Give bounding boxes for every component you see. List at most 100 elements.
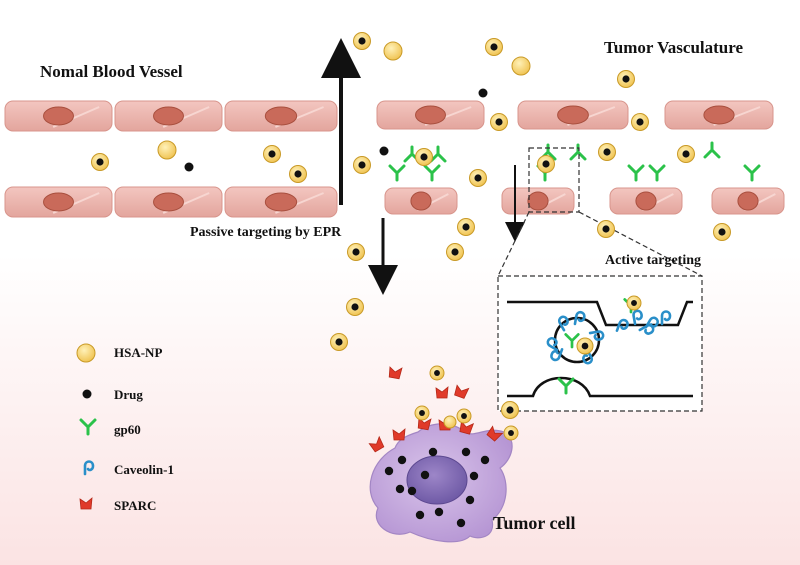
drug: [428, 447, 438, 457]
hsa-np: [631, 113, 649, 131]
drug: [469, 471, 479, 481]
hsa-np: [677, 145, 695, 163]
caveolin-1: [550, 348, 564, 362]
caveolin-1: [588, 330, 605, 341]
hsa-np: [330, 333, 348, 351]
nanoparticles: [91, 32, 731, 441]
hsa-np: [157, 140, 177, 160]
hsa-np: [511, 56, 531, 76]
hsa-np-at-membrane: [626, 295, 642, 311]
gp60-receptor: [743, 164, 761, 182]
caveolin-1: [83, 460, 95, 476]
nucleus: [43, 192, 74, 212]
endothelial-cell: [114, 100, 223, 132]
free-drugs: [184, 88, 488, 172]
nucleus: [43, 106, 74, 126]
tumor-cell-nucleus: [406, 455, 468, 505]
caveolin-1: [632, 309, 643, 326]
sparc: [417, 417, 432, 431]
arrows: [321, 38, 525, 295]
zoom-box: [528, 147, 580, 213]
caveolin-1: [615, 318, 629, 332]
hsa-np: [457, 218, 475, 236]
sparc: [392, 428, 406, 441]
hsa-np-icon: [76, 343, 96, 363]
endothelial-cell: [517, 100, 629, 130]
drug: [395, 484, 405, 494]
sparc: [486, 425, 504, 442]
nucleus: [153, 192, 184, 212]
hsa-np: [469, 169, 487, 187]
endothelial-cell: [711, 187, 785, 215]
active-targeting-inset: [497, 147, 703, 412]
membrane-bottom: [507, 376, 693, 398]
hsa-np: [503, 425, 519, 441]
hsa-np: [501, 401, 519, 419]
caveolin-1: [546, 337, 559, 352]
nucleus: [415, 105, 446, 125]
drug: [420, 470, 430, 480]
legend-label-caveolin: Caveolin-1: [114, 462, 174, 477]
membrane-top: [507, 300, 693, 327]
zoom-line-left: [497, 211, 530, 277]
caveolin-1: [660, 310, 672, 326]
drug: [82, 389, 92, 399]
drug: [465, 495, 475, 505]
gp60-receptor: [703, 141, 721, 159]
hsa-np-in-vesicle: [576, 337, 594, 355]
caveolin-1: [558, 315, 569, 332]
inset-box: [497, 275, 703, 412]
caveolin-1: [582, 348, 593, 365]
caveolin-1: [638, 324, 655, 335]
label-passive-targeting: Passive targeting by EPR: [190, 225, 342, 240]
gp60-receptors: [388, 141, 761, 182]
label-tumor-cell: Tumor cell: [493, 513, 576, 533]
nucleus: [703, 105, 735, 125]
nucleus: [410, 191, 432, 211]
drug: [461, 447, 471, 457]
drug: [397, 455, 407, 465]
drug: [379, 146, 389, 156]
drug: [478, 88, 488, 98]
nucleus: [153, 106, 184, 126]
sparc: [79, 497, 93, 510]
hsa-np: [490, 113, 508, 131]
label-active-targeting: Active targeting: [605, 253, 702, 268]
legend-label-drug: Drug: [114, 387, 143, 402]
hsa-np: [446, 243, 464, 261]
label-tumor-vasculature: Tumor Vasculature: [604, 38, 744, 57]
gp60-receptor: [388, 164, 406, 182]
gp60-receptor: [569, 143, 587, 161]
gp60-receptor: [79, 418, 97, 436]
hsa-np: [597, 220, 615, 238]
sparc: [459, 420, 475, 435]
drug: [415, 510, 425, 520]
hsa-np: [263, 145, 281, 163]
gp60-receptor: [627, 164, 645, 182]
hsa-np: [415, 148, 433, 166]
nucleus: [557, 105, 589, 125]
tumor-cell: [368, 366, 513, 543]
nucleus: [737, 191, 759, 211]
gp60-receptor: [557, 377, 575, 395]
drug: [384, 466, 394, 476]
hsa-np: [598, 143, 616, 161]
hsa-np: [289, 165, 307, 183]
legend-icons: [76, 343, 97, 510]
hsa-np: [414, 405, 430, 421]
gp60-receptor: [648, 164, 666, 182]
endothelial-cell: [4, 186, 113, 218]
drug: [407, 486, 417, 496]
caveolin-1: [573, 310, 586, 326]
legend-label-gp60: gp60: [114, 422, 141, 437]
nucleus: [264, 192, 298, 212]
gp60-receptor: [423, 164, 441, 182]
endothelial-cells: [4, 100, 785, 218]
hsa-np: [537, 155, 555, 173]
zoom-line-right: [578, 211, 703, 277]
sparc: [435, 386, 449, 399]
gp60-receptor: [429, 145, 447, 163]
gp60-receptor: [564, 333, 580, 349]
endothelial-cell: [114, 186, 223, 218]
